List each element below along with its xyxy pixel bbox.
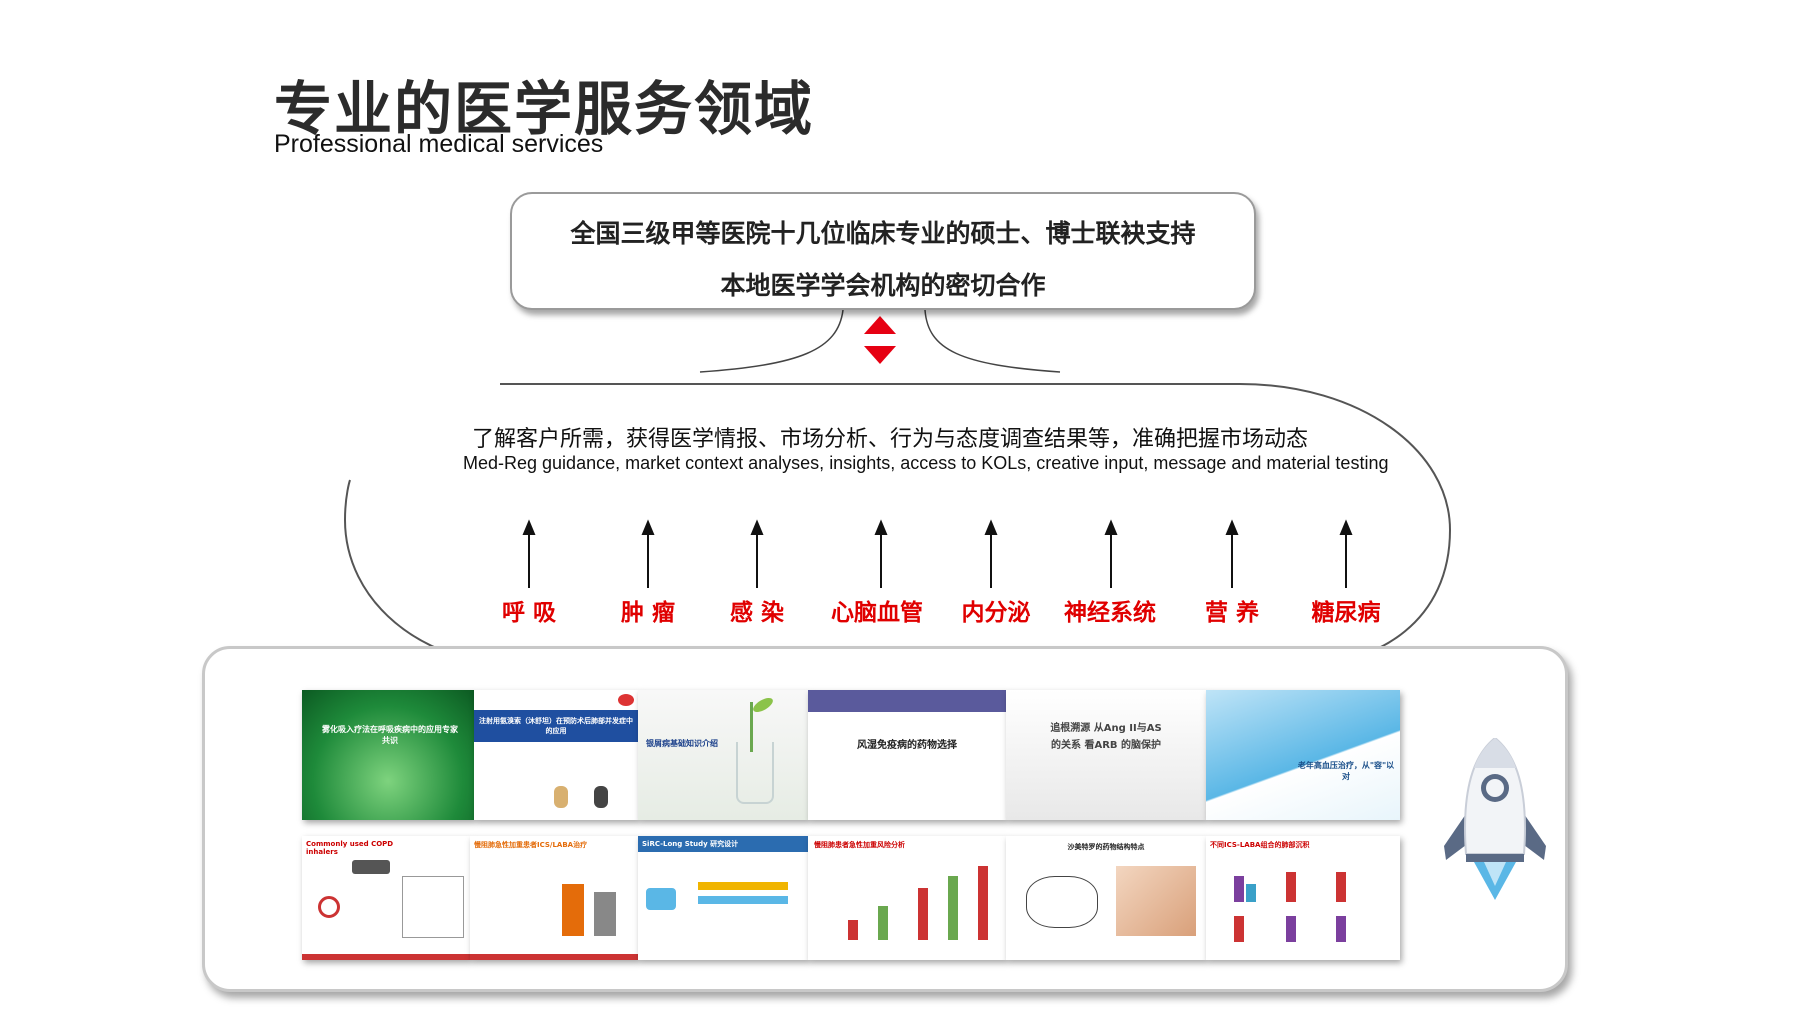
thumbnail-top-3: 银屑病基础知识介绍 [638,690,808,820]
thumbnail-bottom-3: SiRC-Long Study 研究设计 [638,836,808,960]
red-double-arrow-icon [864,316,896,364]
thumbnail-title: SiRC-Long Study 研究设计 [642,840,739,848]
category-endocrine: 内分泌 [961,600,1031,626]
thumbnail-title: 不同ICS-LABA组合的肺部沉积 [1210,841,1310,849]
thumbnail-title: 银屑病基础知识介绍 [646,739,718,748]
cloud-text-en: Med-Reg guidance, market context analyse… [463,453,1389,473]
connector-line-left [699,309,844,373]
thumbnail-bottom-5: 沙美特罗的药物结构特点 [1006,836,1206,960]
top-support-box: 全国三级甲等医院十几位临床专业的硕士、博士联袂支持 本地医学学会机构的密切合作 [510,192,1256,310]
thumbnail-top-5: 追根溯源 从Ang II与AS的关系 看ARB 的脑保护 [1006,690,1206,820]
thumbnail-title: 沙美特罗的药物结构特点 [1067,843,1145,851]
category-diabetes: 糖尿病 [1311,600,1381,626]
thumbnail-bottom-6: 不同ICS-LABA组合的肺部沉积 [1206,836,1400,960]
thumbnail-top-4: 风湿免疫病的药物选择 [808,690,1006,820]
page-title: 专业的医学服务领域 [274,75,815,143]
thumbnail-top-1: 雾化吸入疗法在呼吸疾病中的应用专家共识 [302,690,474,820]
support-line-1: 全国三级甲等医院十几位临床专业的硕士、博士联袂支持 [570,219,1196,248]
category-nutrition: 营 养 [1204,600,1260,626]
up-arrows [522,519,1353,588]
category-neurology: 神经系统 [1064,600,1156,626]
thumbnail-bottom-2: 慢阻肺急性加重患者ICS/LABA治疗 [470,836,638,960]
support-line-2: 本地医学学会机构的密切合作 [720,271,1046,300]
category-cardio-cerebrovascular: 心脑血管 [831,600,923,626]
category-infection: 感 染 [729,600,785,626]
thumbnail-title: 风湿免疫病的药物选择 [857,740,957,751]
thumbnail-top-6: 老年高血压治疗，从"容"以对 [1206,690,1400,820]
category-respiratory: 呼 吸 [501,600,557,626]
thumbnail-title: 追根溯源 从Ang II与AS的关系 看ARB 的脑保护 [1050,723,1162,751]
thumbnail-title: 老年高血压治疗，从"容"以对 [1297,761,1395,781]
category-oncology: 肿 瘤 [620,600,676,626]
thumbnail-bottom-1: Commonly used COPD inhalers [302,836,470,960]
cloud-text-cn: 了解客户所需，获得医学情报、市场分析、行为与态度调查结果等，准确把握市场动态 [472,427,1309,452]
thumbnail-title: 慢阻肺急性加重患者ICS/LABA治疗 [474,841,588,849]
thumbnail-top-2: 注射用氨溴索（沐舒坦）在预防术后肺部并发症中的应用 [474,690,638,820]
thumbnail-bottom-4: 慢阻肺患者急性加重风险分析 [808,836,1006,960]
connector-line-right [924,309,1061,373]
thumbnail-title: Commonly used COPD inhalers [306,840,394,856]
rocket-icon [1444,738,1546,900]
page-subtitle: Professional medical services [274,130,604,158]
thumbnail-title: 雾化吸入疗法在呼吸疾病中的应用专家共识 [322,725,458,745]
thumbnail-title: 慢阻肺患者急性加重风险分析 [814,841,905,849]
thumbnail-title: 注射用氨溴索（沐舒坦）在预防术后肺部并发症中的应用 [479,717,633,735]
